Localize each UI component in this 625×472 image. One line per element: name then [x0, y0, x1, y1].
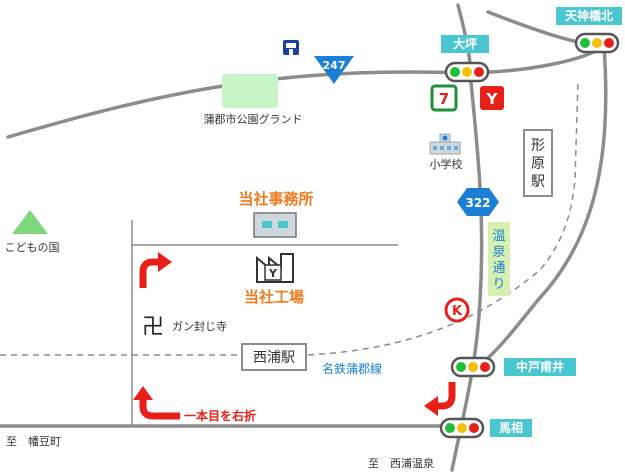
station-char-1: 形: [531, 138, 545, 154]
school-building-icon: [429, 133, 461, 155]
to-hazu-label: 至 幡豆町: [6, 434, 61, 448]
seven-eleven-badge: 7: [439, 90, 449, 108]
park-label: 蒲郡市公園グランド: [204, 112, 303, 126]
nishiura-station-label: 西浦駅: [253, 350, 295, 366]
seven-eleven-icon: 7: [430, 84, 458, 112]
katachihara-station-label: 形原駅: [531, 138, 545, 190]
arrow-head-left: [424, 396, 438, 416]
arrow-head-upper: [158, 252, 172, 272]
arrow-turn-right-lower: [139, 398, 180, 420]
route-247-marker: 247: [314, 56, 354, 84]
road-onsen-street: [450, 3, 484, 472]
signal-ohtsubo: 大坪: [441, 35, 490, 83]
route-247-number: 247: [323, 59, 346, 72]
signal-label-bg: [504, 358, 576, 376]
mountain-icon: [12, 210, 48, 234]
road-diagonal-east: [472, 44, 608, 372]
signal-label-tenjinbashikita: 天神橋北: [565, 8, 613, 23]
factory-mark: Y: [268, 267, 278, 280]
arrow-turn-right-upper: [139, 258, 160, 288]
office-building-icon: [253, 212, 297, 238]
railway: [0, 79, 579, 356]
roads: [0, 3, 608, 472]
signal-label-bg: [441, 35, 489, 53]
katachihara-station: 形原駅: [523, 129, 553, 197]
signal-label-ohtsubo: 大坪: [453, 36, 477, 51]
signal-label-bg: [556, 7, 622, 25]
signal-umaai: 馬相: [439, 417, 532, 439]
factory-icon: Y: [256, 253, 294, 283]
signal-label-bg: [490, 419, 532, 437]
onsen-street-sign: 温泉通り: [488, 222, 510, 296]
signal-label-nakatohosai: 中戸甫井: [516, 359, 564, 374]
route-322-number: 322: [465, 196, 490, 210]
temple-symbol: 卍: [142, 315, 164, 340]
arrow-turn-left: [436, 382, 456, 410]
nishiura-station: 西浦駅: [241, 343, 307, 371]
kodomo-no-kuni-label: こどもの国: [5, 241, 60, 254]
yamazaki-badge: Y: [486, 90, 499, 108]
signal-nakatohosai: 中戸甫井: [450, 356, 576, 378]
school-label: 小学校: [430, 157, 463, 171]
road-route-247: [6, 44, 606, 139]
railway-meitetsu: [0, 79, 579, 356]
local-roads: [131, 220, 398, 426]
turn-right-label: 一本目を右折: [184, 408, 256, 423]
meitetsu-line-label: 名鉄蒲郡線: [322, 361, 382, 376]
office-label: 当社事務所: [238, 190, 313, 208]
signal-tenjinbashikita: 天神橋北: [556, 7, 622, 54]
police-box-icon: [283, 40, 299, 55]
circle-k-badge: K: [452, 304, 463, 319]
station-char-3: 駅: [531, 174, 545, 190]
station-char-2: 原: [531, 156, 545, 172]
route-322-marker: 322: [457, 188, 499, 216]
circle-k-icon: K: [444, 297, 470, 323]
to-nishiura-onsen-label: 至 西浦温泉: [368, 456, 434, 470]
onsen-street-label: 温泉通り: [492, 229, 505, 292]
signal-label-umaai: 馬相: [499, 420, 523, 435]
factory-label: 当社工場: [244, 288, 304, 306]
temple-label: ガン封じ寺: [172, 319, 227, 333]
park-area: [222, 74, 278, 108]
yamazaki-icon: Y: [480, 86, 504, 110]
arrow-head-lower: [133, 386, 153, 400]
